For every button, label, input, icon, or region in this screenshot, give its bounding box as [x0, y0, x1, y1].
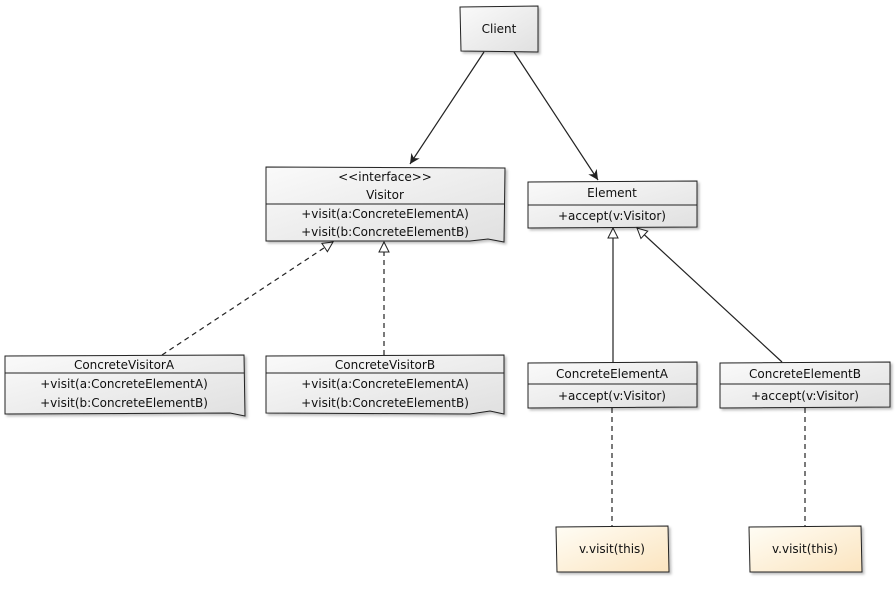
concrete-visitor-b-name: ConcreteVisitorB: [335, 358, 435, 372]
concrete-visitor-a-method-a: +visit(a:ConcreteElementA): [40, 377, 208, 391]
edge-client-to-visitor: [409, 51, 485, 165]
visitor-method-a: +visit(a:ConcreteElementA): [301, 207, 469, 221]
visitor-method-b: +visit(b:ConcreteElementB): [301, 225, 469, 239]
note-a-text: v.visit(this): [579, 542, 645, 556]
edges: [161, 51, 806, 526]
edge-visitor-a-realizes-visitor: [161, 242, 333, 356]
note-b-text: v.visit(this): [772, 542, 838, 556]
concrete-visitor-a-method-b: +visit(b:ConcreteElementB): [40, 396, 208, 410]
client-label: Client: [482, 22, 517, 36]
edge-client-to-element: [513, 51, 599, 181]
note-a: v.visit(this): [555, 525, 670, 573]
edge-element-b-extends-element: [637, 228, 783, 363]
concrete-element-a-method: +accept(v:Visitor): [558, 389, 666, 403]
concrete-element-b-name: ConcreteElementB: [749, 367, 861, 381]
concrete-visitor-a-box: ConcreteVisitorA +visit(a:ConcreteElemen…: [4, 354, 246, 417]
element-method: +accept(v:Visitor): [558, 209, 666, 223]
concrete-visitor-b-box: ConcreteVisitorB +visit(a:ConcreteElemen…: [265, 354, 505, 415]
concrete-visitor-a-name: ConcreteVisitorA: [74, 358, 175, 372]
note-b: v.visit(this): [748, 525, 863, 573]
element-name: Element: [587, 186, 637, 200]
concrete-element-b-method: +accept(v:Visitor): [751, 389, 859, 403]
visitor-interface-box: <<interface>> Visitor +visit(a:ConcreteE…: [265, 166, 506, 243]
concrete-element-a-box: ConcreteElementA +accept(v:Visitor): [527, 361, 698, 409]
concrete-element-b-box: ConcreteElementB +accept(v:Visitor): [719, 361, 891, 409]
concrete-visitor-b-method-a: +visit(a:ConcreteElementA): [301, 377, 469, 391]
element-box: Element +accept(v:Visitor): [527, 180, 698, 229]
concrete-visitor-b-method-b: +visit(b:ConcreteElementB): [301, 396, 469, 410]
visitor-name: Visitor: [366, 188, 404, 202]
visitor-stereotype: <<interface>>: [338, 170, 432, 184]
client-box: Client: [459, 5, 539, 53]
concrete-element-a-name: ConcreteElementA: [556, 367, 669, 381]
